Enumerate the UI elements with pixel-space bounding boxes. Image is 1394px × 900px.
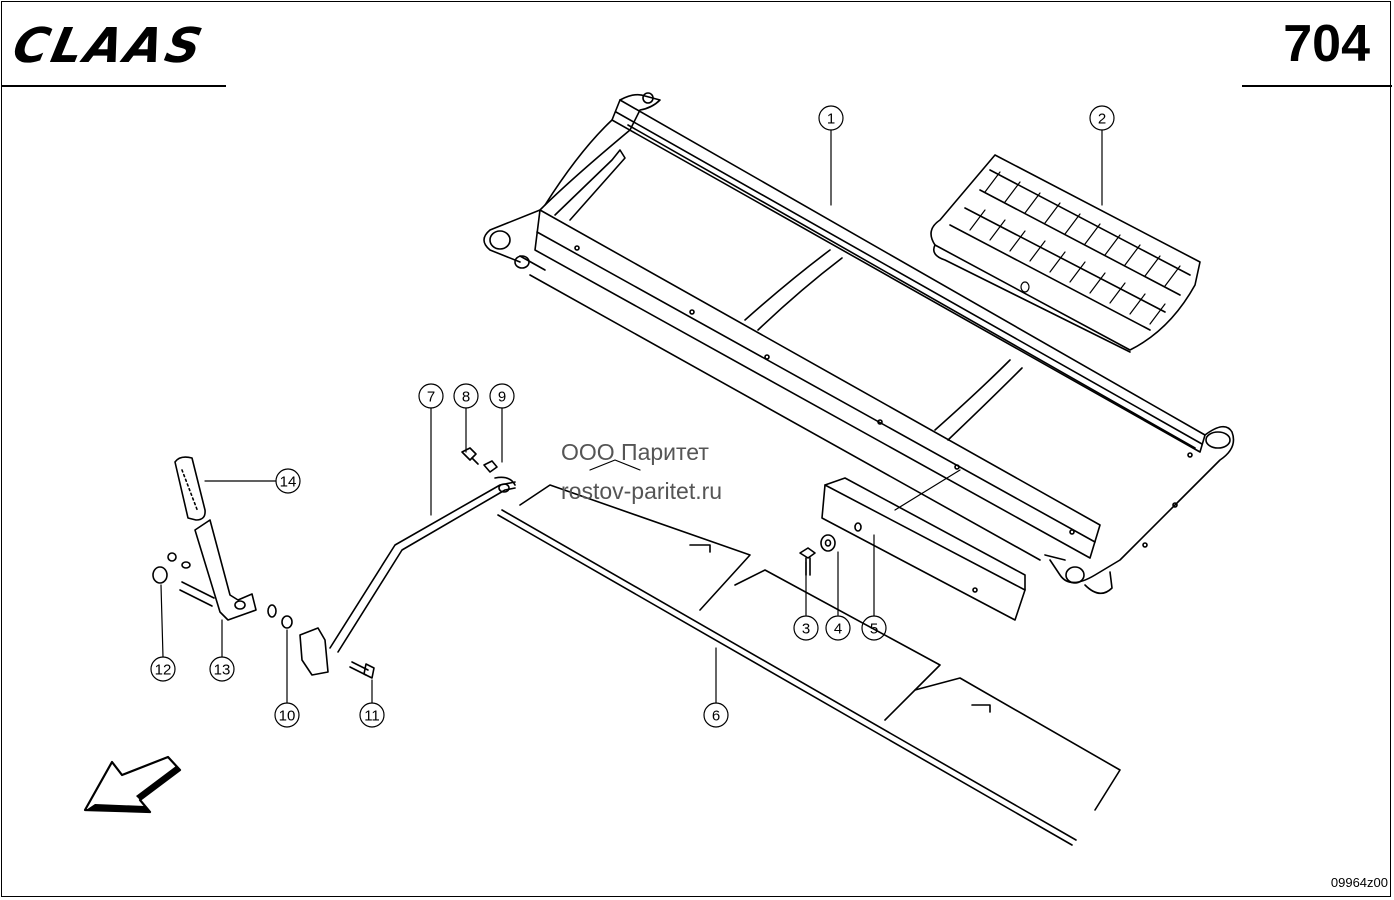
callout-5: 5 — [870, 621, 878, 638]
part-2-grate-fingers — [969, 171, 1181, 325]
part-1-frame — [483, 92, 1235, 595]
part-5-cover-strip — [821, 477, 1026, 621]
callout-7: 7 — [427, 389, 435, 406]
watermark-url: rostov-paritet.ru — [561, 478, 723, 504]
callout-3: 3 — [802, 621, 810, 638]
callout-8: 8 — [462, 389, 470, 406]
part-12-bushing — [152, 552, 191, 584]
part-10-bracket — [281, 615, 329, 676]
callout-circles — [150, 105, 1115, 728]
callout-1: 1 — [827, 111, 835, 128]
part-11-bolt — [349, 661, 375, 679]
callout-4: 4 — [834, 621, 842, 638]
part-14-pedal-pad — [174, 456, 206, 521]
part-4-washer — [820, 534, 836, 552]
part-9-nut — [483, 460, 498, 473]
callout-10: 10 — [279, 708, 296, 725]
callout-6: 6 — [712, 708, 720, 725]
callout-11: 11 — [364, 708, 380, 725]
watermark-company: ООО Паритет — [561, 439, 709, 465]
part-2-sieve-grate — [930, 154, 1201, 353]
part-7-linkage-rod — [329, 476, 516, 653]
callout-13: 13 — [214, 662, 231, 679]
part-6-apron-plates — [497, 484, 1121, 846]
callout-14: 14 — [280, 474, 297, 491]
callout-2: 2 — [1098, 111, 1106, 128]
leader-lines — [160, 129, 1103, 704]
arrow-down-left-icon — [83, 755, 182, 814]
page-number-underline — [1242, 85, 1392, 87]
callout-9: 9 — [498, 389, 506, 406]
brand-underline — [1, 85, 226, 87]
part-8-bolt — [461, 447, 479, 465]
part-3-bolt — [799, 547, 816, 576]
drawing-code: 09964z00 — [1330, 875, 1388, 890]
part-13-pedal-arm — [179, 519, 277, 621]
page-number: 704 — [1283, 15, 1370, 73]
callout-12: 12 — [155, 662, 172, 679]
